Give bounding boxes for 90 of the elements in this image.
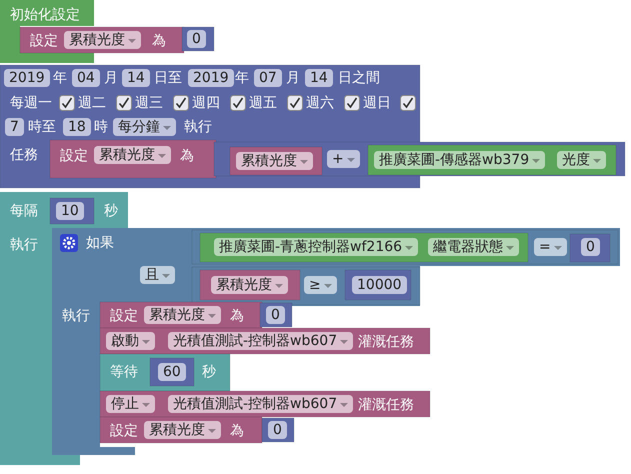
block-label: 灌溉任務 <box>358 396 414 414</box>
block-label: 設定 <box>110 307 138 325</box>
block-label: 設定 <box>60 147 88 165</box>
number-field: 10000 <box>352 276 407 294</box>
number-block <box>150 358 194 386</box>
number-block <box>262 418 294 442</box>
dropdown-field: 光積值測試-控制器wb607 <box>168 395 354 413</box>
dropdown-field: 累積光度 <box>236 152 313 170</box>
number-field: 60 <box>158 363 186 381</box>
text-field: 7 <box>5 118 24 136</box>
block-label: 執行 <box>62 307 90 325</box>
block-label: 執行 <box>184 118 212 136</box>
number-block <box>260 303 292 327</box>
logic-block <box>135 228 620 306</box>
task-block <box>100 328 430 354</box>
dropdown-field: 累積光度 <box>64 31 141 49</box>
task-block <box>100 391 430 417</box>
number-field: 0 <box>187 30 206 48</box>
controller-block <box>200 233 528 262</box>
dropdown-field: 光積值測試-控制器wb607 <box>168 332 354 350</box>
number-block <box>570 234 610 262</box>
block-label: 秒 <box>202 363 216 381</box>
block-label: 月 <box>286 69 300 87</box>
dropdown-field: 推廣菜圃-青蔥控制器wf2166 <box>214 238 418 256</box>
dropdown-field: 累積光度 <box>144 306 221 324</box>
number-field: 10 <box>56 202 84 220</box>
block-label: 為 <box>152 32 166 50</box>
dropdown-field: 累積光度 <box>144 421 221 439</box>
dropdown-field: 推廣菜圃-傳感器wb379 <box>374 151 546 169</box>
text-field: 14 <box>122 69 150 87</box>
wait-block <box>100 354 230 391</box>
block-label: 設定 <box>110 422 138 440</box>
number-block <box>345 270 411 300</box>
dropdown-field: 繼電器狀態 <box>428 238 519 256</box>
set-variable-block <box>100 302 262 328</box>
set-variable-block <box>50 140 216 178</box>
block-label: 秒 <box>104 202 118 220</box>
compare-block <box>192 267 420 305</box>
dropdown-field: 每分鐘 <box>113 118 176 136</box>
block-label: 週五 <box>249 94 277 112</box>
block-label: 週三 <box>135 94 163 112</box>
block-label: 週日 <box>363 94 391 112</box>
dropdown-field: 停止 <box>106 395 155 413</box>
block-label: 時至 <box>28 118 56 136</box>
sensor-block <box>368 145 616 175</box>
block-label: 月 <box>104 69 118 87</box>
block-label: 週四 <box>192 94 220 112</box>
block-label: 執行 <box>10 236 38 254</box>
block-label: 灌溉任務 <box>358 333 414 351</box>
text-field: 2019 <box>4 69 50 87</box>
variable-block <box>230 147 322 175</box>
variable-block <box>200 270 300 300</box>
text-field: 2019 <box>188 69 234 87</box>
number-block <box>50 198 94 224</box>
dropdown-field: 啟動 <box>106 332 155 350</box>
compare-block <box>192 230 618 264</box>
block-label: 為 <box>230 307 244 325</box>
dropdown-field: 且 <box>140 266 175 284</box>
block-label: 為 <box>180 147 194 165</box>
number-field: 0 <box>266 306 285 324</box>
block-label: 任務 <box>10 146 38 164</box>
number-block <box>182 27 214 51</box>
operator-dropdown: + <box>327 150 360 168</box>
dropdown-field: 光度 <box>557 151 606 169</box>
block-label: 如果 <box>86 234 114 252</box>
set-variable-block <box>20 27 184 53</box>
set-variable-block <box>100 417 264 443</box>
operator-dropdown: ≥ <box>304 276 337 294</box>
block-label: 週六 <box>306 94 334 112</box>
dropdown-field: 累積光度 <box>211 276 288 294</box>
number-field: 0 <box>581 238 600 256</box>
number-field: 0 <box>268 421 287 439</box>
block-label: 年 <box>53 69 67 87</box>
block-label: 每隔 <box>10 202 38 220</box>
text-field: 18 <box>63 118 91 136</box>
block-label: 年 <box>235 69 249 87</box>
text-field: 14 <box>305 69 333 87</box>
block-label: 等待 <box>110 363 138 381</box>
text-field: 04 <box>72 69 100 87</box>
block-label: 為 <box>230 422 244 440</box>
block-label: 設定 <box>30 32 58 50</box>
block-label: 日至 <box>154 69 182 87</box>
text-field: 07 <box>254 69 282 87</box>
block-label: 時 <box>94 118 108 136</box>
block-label: 週二 <box>78 94 106 112</box>
block-label: 初始化設定 <box>10 6 80 24</box>
block-label: 日之間 <box>338 69 380 87</box>
block-label: 每週一 <box>10 94 52 112</box>
dropdown-field: 累積光度 <box>94 146 171 164</box>
operator-dropdown: = <box>534 238 567 256</box>
